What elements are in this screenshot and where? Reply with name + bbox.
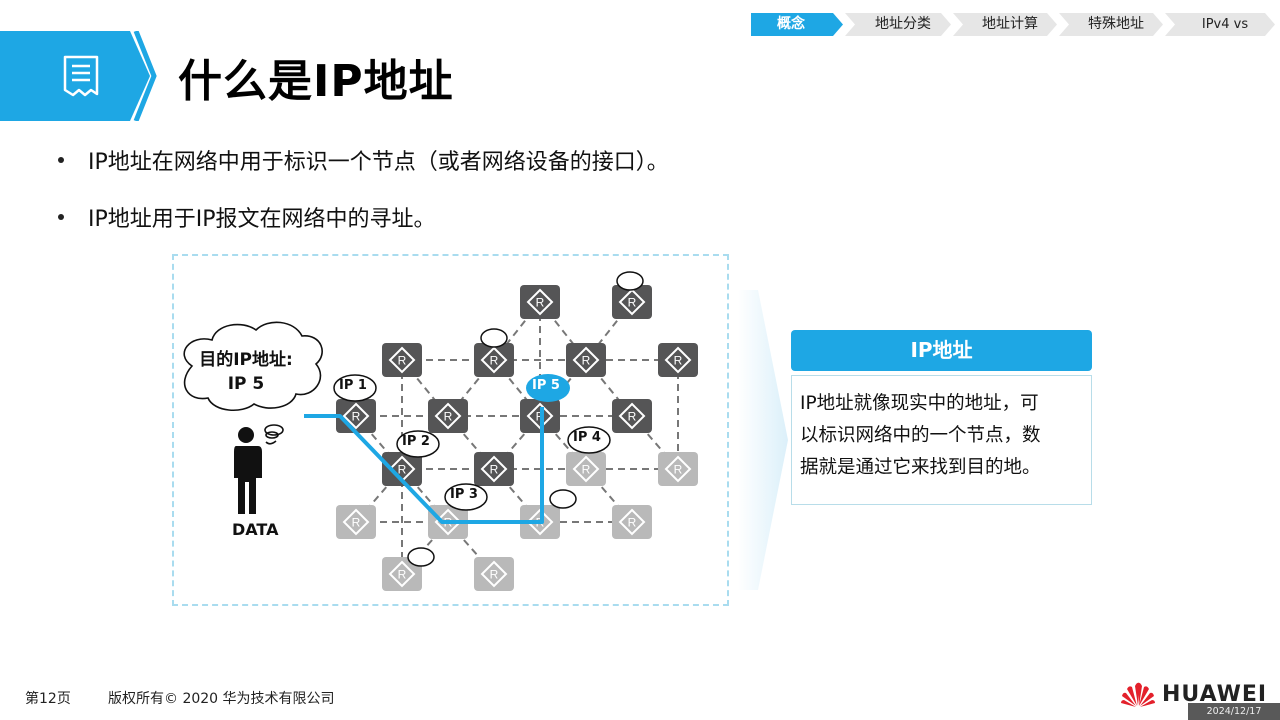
route-path [304, 407, 544, 524]
empty-speech-bubbles [407, 271, 644, 567]
ip2-label: IP 2 [402, 434, 430, 449]
crumb-concept[interactable]: 概念 [751, 13, 843, 36]
bullet-item: IP地址用于IP报文在网络中的寻址。 [58, 202, 669, 232]
ip5-label: IP 5 [532, 378, 560, 393]
ip1-label: IP 1 [339, 378, 367, 393]
title-banner [0, 31, 150, 121]
bullet-dot-icon [58, 157, 64, 163]
confused-scribble [264, 424, 284, 445]
data-label: DATA [232, 520, 279, 539]
document-list-icon [63, 55, 99, 97]
crumb-address-class[interactable]: 地址分类 [845, 13, 951, 36]
page-title: 什么是IP地址 [178, 56, 454, 107]
person-figure [234, 427, 262, 514]
bullet-dot-icon [58, 214, 64, 220]
copyright-text: 版权所有© 2020 华为技术有限公司 [108, 691, 335, 707]
thought-cloud [183, 321, 323, 411]
ip4-label: IP 4 [573, 430, 601, 445]
page-number: 第12页 [25, 691, 71, 707]
crumb-address-calc[interactable]: 地址计算 [953, 13, 1057, 36]
bullet-list: IP地址在网络中用于标识一个节点（或者网络设备的接口）。 IP地址用于IP报文在… [58, 145, 669, 259]
bullet-item: IP地址在网络中用于标识一个节点（或者网络设备的接口）。 [58, 145, 669, 175]
ip-speech-bubbles [333, 374, 611, 511]
info-card-body: IP地址就像现实中的地址，可 以标识网络中的一个节点，数 据就是通过它来找到目的… [791, 375, 1092, 505]
recording-timestamp: 2024/12/17 21:02:24 [1188, 703, 1280, 720]
network-diagram: R R [172, 254, 729, 606]
ip5-destination-bubble [526, 374, 570, 402]
huawei-petal-icon [1121, 682, 1155, 707]
huawei-logo: HUAWEI [1120, 680, 1267, 708]
crumb-special-address[interactable]: 特殊地址 [1059, 13, 1163, 36]
info-card-title: IP地址 [791, 330, 1092, 371]
thought-cloud-text: 目的IP地址: IP 5 [199, 350, 293, 394]
ip3-label: IP 3 [450, 487, 478, 502]
banner-chevron [133, 31, 157, 121]
